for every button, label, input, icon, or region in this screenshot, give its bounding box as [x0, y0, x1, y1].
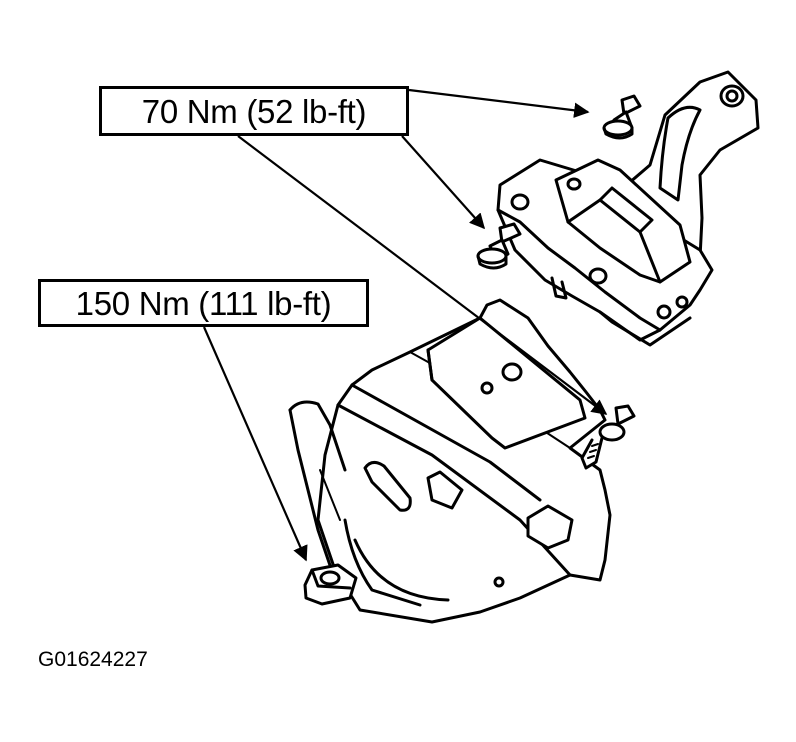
bracket-hole	[501, 362, 523, 382]
bracket-hole	[480, 381, 494, 395]
mount-hole	[675, 295, 689, 309]
stud-bolt-right	[580, 404, 636, 470]
leader-line-upper-right	[408, 88, 590, 118]
torque-callout-upper: 70 Nm (52 lb-ft)	[99, 86, 409, 136]
torque-callout-lower: 150 Nm (111 lb-ft)	[38, 279, 369, 327]
rail-slot	[363, 461, 412, 512]
mount-hole	[510, 193, 530, 211]
lower-nut	[303, 563, 358, 606]
mount-hole	[588, 267, 608, 285]
leader-line-lower-nut	[202, 326, 308, 562]
rail-slot	[526, 504, 574, 550]
mount-hole	[656, 304, 672, 320]
leader-line-upper-left	[401, 135, 486, 230]
bolt-upper-right	[602, 94, 642, 140]
transmission-mount	[496, 70, 760, 347]
rail-slot	[426, 470, 464, 510]
mount-isolator	[554, 158, 692, 284]
frame-bracket	[288, 298, 612, 624]
figure-id: G01624227	[38, 648, 148, 671]
leader-line-right-stud	[237, 135, 608, 415]
bolt-upper-left	[476, 222, 522, 270]
